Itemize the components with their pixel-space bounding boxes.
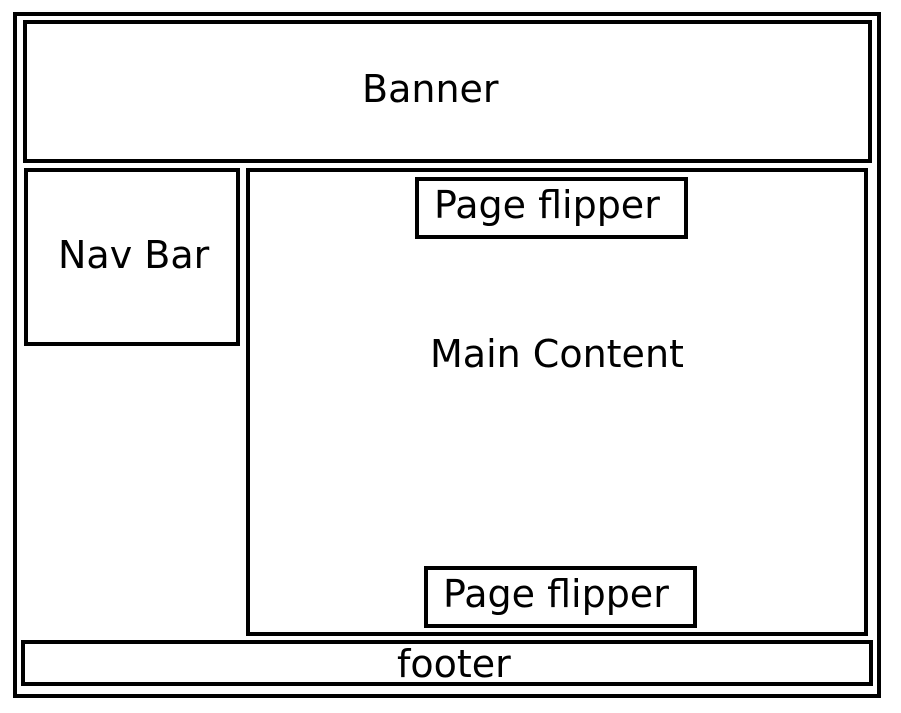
nav-bar-region [24,168,240,346]
banner-region [23,20,872,163]
banner-label: Banner [362,67,499,111]
footer-label: footer [397,642,511,686]
page-flipper-bottom [424,566,697,628]
nav-bar-label: Nav Bar [58,233,210,277]
main-content-region [246,168,868,636]
footer-region [21,640,873,686]
page-flipper-top-label: Page flipper [434,183,660,227]
page-flipper-top [415,177,688,239]
page-flipper-bottom-label: Page flipper [443,572,669,616]
main-content-label: Main Content [430,332,684,376]
